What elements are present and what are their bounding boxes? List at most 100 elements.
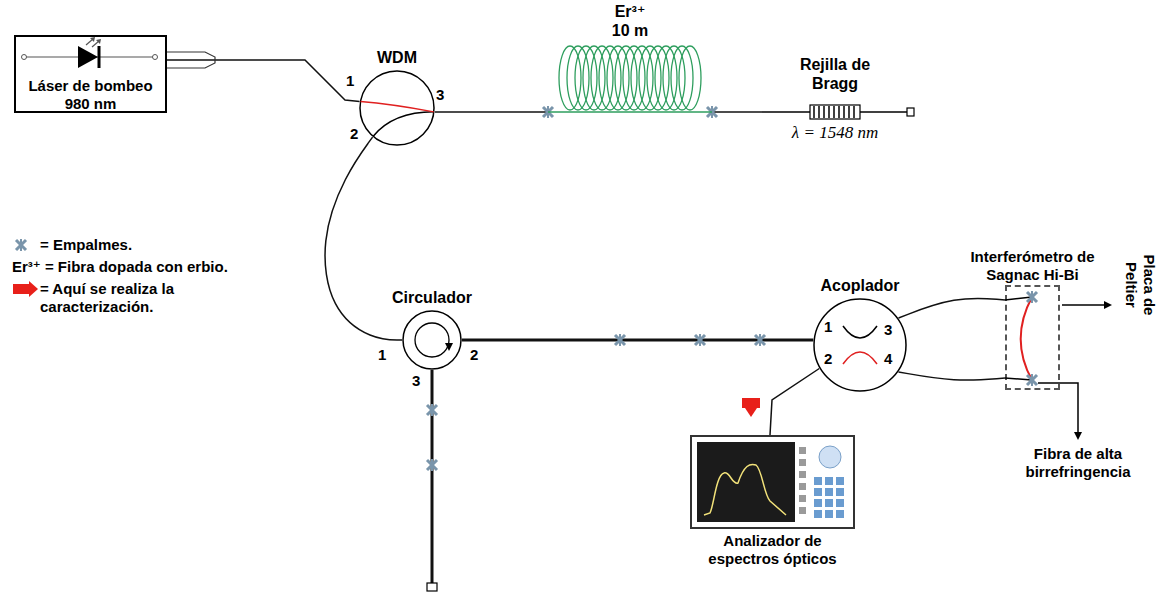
port-number: 1 — [346, 72, 354, 90]
erbium-fiber: Er³⁺ 10 m — [548, 0, 712, 116]
node-title: Er³⁺ 10 m — [604, 2, 656, 40]
spectrum-analyzer-part — [814, 510, 822, 518]
splice-mark — [615, 334, 625, 346]
port-number: 4 — [884, 350, 892, 368]
output-fiber — [431, 370, 434, 583]
port-number: 2 — [470, 346, 478, 364]
node-title: WDM — [377, 48, 417, 67]
spectrum-analyzer-part — [825, 510, 833, 518]
spectrum-analyzer-part — [825, 499, 833, 507]
spectrum-analyzer-part — [799, 447, 806, 454]
measure-marker — [742, 398, 760, 408]
fiber-coupler-part — [843, 326, 877, 338]
bragg-grating-part — [810, 105, 860, 119]
spectrum-analyzer-part — [799, 459, 806, 466]
legend-symbol-part — [16, 240, 26, 250]
fiber-connector — [167, 52, 215, 68]
optical-fiber — [325, 137, 402, 340]
node-title: Rejilla de Bragg — [785, 55, 885, 93]
pump-laser-part — [22, 55, 27, 60]
fiber-coupler-part — [843, 352, 877, 364]
splice-mark — [427, 459, 437, 471]
pump-laser-part — [98, 46, 101, 68]
node-title: Interferómetro de Sagnac Hi-Bi — [958, 248, 1108, 284]
pump-laser: Láser de bombeo 980 nm — [14, 35, 167, 113]
sagnac-interferometer-part — [1027, 375, 1037, 385]
sagnac-interferometer: Interferómetro de Sagnac Hi-Bi — [1005, 285, 1060, 390]
annotation-label: Placa de Peltier — [1122, 249, 1158, 321]
bragg-grating-part — [833, 106, 835, 118]
fiber-coupler-part — [814, 299, 906, 391]
bragg-grating-part — [860, 111, 907, 113]
spectrum-analyzer-part — [704, 464, 786, 515]
pointer-head — [1104, 301, 1112, 309]
node-title: Analizador de espectros ópticos — [708, 532, 838, 568]
optical-fiber — [899, 298, 1006, 318]
circulator-part — [415, 323, 449, 357]
spectrum-analyzer: Analizador de espectros ópticos — [690, 435, 855, 572]
optical-fiber — [435, 111, 548, 113]
annotation-label: Fibra de alta birrefringencia — [1013, 445, 1143, 481]
spectrum-analyzer-part — [836, 488, 844, 496]
bragg-grating-part — [813, 106, 815, 118]
pointer-line — [1038, 383, 1078, 432]
legend-text: Er³⁺ = Fibra dopada con erbio. — [12, 258, 228, 276]
legend-row: = Empalmes. — [12, 236, 287, 254]
spectrum-analyzer-part — [836, 510, 844, 518]
bragg-grating-part — [823, 106, 825, 118]
pump-laser-part — [78, 46, 98, 68]
optical-fiber — [712, 111, 762, 113]
pointer-line — [1062, 304, 1104, 306]
bragg-grating: Rejilla de Braggλ = 1548 nm — [762, 55, 922, 150]
splice-mark — [427, 404, 437, 416]
wdm-coupler-part — [373, 112, 434, 136]
fiber-coupler: Acoplador — [813, 298, 907, 392]
splice-symbol — [12, 236, 40, 254]
bragg-grating-part — [843, 106, 845, 118]
bragg-grating-part — [818, 106, 820, 118]
spectrum-analyzer-part — [697, 442, 795, 522]
spectrum-analyzer-part — [691, 436, 854, 528]
bragg-grating-part — [762, 111, 810, 113]
spectrum-analyzer-part — [825, 477, 833, 485]
erbium-fiber-part — [548, 111, 712, 113]
sagnac-interferometer-part — [1021, 297, 1032, 380]
port-number: 2 — [824, 350, 832, 368]
fiber-terminator — [427, 583, 437, 591]
node-title: Circulador — [392, 288, 472, 307]
legend-text: = Aquí se realiza la caracterización. — [40, 280, 280, 316]
marker-symbol — [12, 280, 40, 298]
legend-symbol-part — [13, 284, 29, 294]
circulator-part — [445, 343, 453, 351]
legend-row: = Aquí se realiza la caracterización. — [12, 280, 287, 316]
sagnac-interferometer-part — [1027, 375, 1037, 385]
circulator: Circulador — [402, 310, 462, 370]
spectrum-analyzer-part — [819, 446, 841, 468]
spectrum-analyzer-part — [814, 499, 822, 507]
spectrum-analyzer-part — [836, 499, 844, 507]
splice-mark — [695, 334, 705, 346]
spectrum-analyzer-part — [836, 477, 844, 485]
pointer-head — [1074, 432, 1082, 440]
bragg-grating-part — [853, 106, 855, 118]
wdm-coupler-part — [361, 102, 434, 112]
legend-row: Er³⁺ = Fibra dopada con erbio. — [12, 258, 287, 276]
bragg-grating-part — [848, 106, 850, 118]
port-number: 3 — [412, 372, 420, 390]
erbium-fiber-part — [679, 46, 701, 110]
wdm-coupler-part — [360, 71, 434, 145]
wdm-coupler-shape — [359, 70, 435, 146]
legend-symbol-part — [16, 240, 26, 250]
spectrum-analyzer-part — [799, 483, 806, 490]
spectrum-analyzer-part — [814, 488, 822, 496]
node-title: Acoplador — [820, 276, 899, 295]
bragg-grating-part — [838, 106, 840, 118]
port-number: 2 — [350, 125, 358, 143]
optical-fiber — [899, 372, 1006, 380]
spectrum-analyzer-part — [825, 488, 833, 496]
sagnac-interferometer-part — [1027, 292, 1037, 302]
splice-mark — [755, 334, 765, 346]
sagnac-interferometer-part — [1031, 291, 1033, 303]
sagnac-interferometer-part — [1027, 292, 1037, 302]
sagnac-interferometer-part — [1031, 374, 1033, 386]
